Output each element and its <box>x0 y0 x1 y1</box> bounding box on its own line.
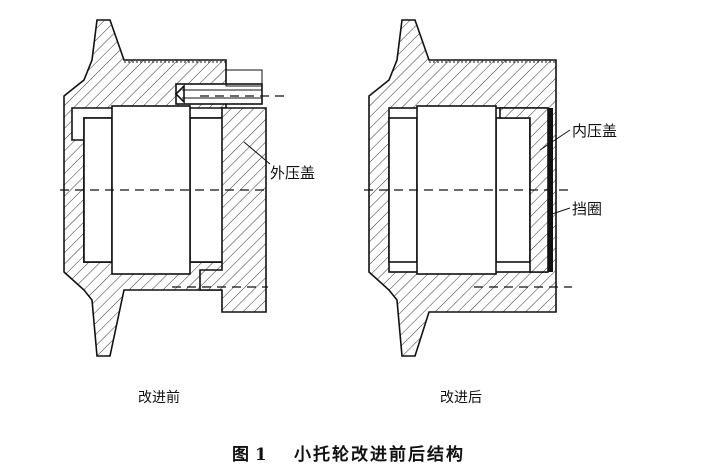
drawing-before <box>60 19 286 357</box>
caption-number: 图 1 <box>232 445 267 465</box>
label-retaining-ring: 挡圈 <box>572 200 602 218</box>
label-inner-cover: 内压盖 <box>572 122 617 140</box>
bolt-before <box>175 83 263 105</box>
caption-text: 小托轮改进前后结构 <box>294 444 465 465</box>
drawing-after <box>364 19 574 357</box>
outer-cover-before <box>199 107 267 313</box>
label-after: 改进后 <box>440 390 482 406</box>
label-before: 改进前 <box>138 389 180 406</box>
label-outer-cover: 外压盖 <box>270 164 315 182</box>
